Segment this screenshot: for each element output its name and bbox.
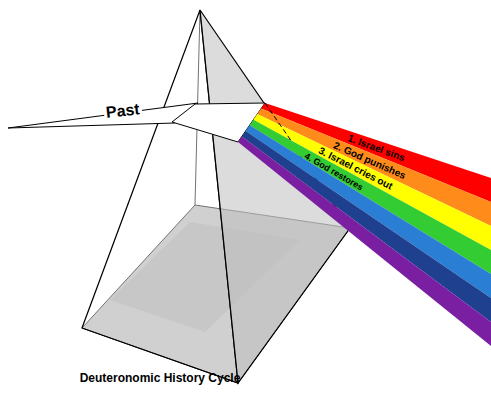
caption: Deuteronomic History Cycle [80, 371, 241, 385]
spectrum-band [246, 125, 491, 298]
spectrum-band [238, 136, 491, 346]
spectrum-band [250, 120, 491, 274]
prism-edge [265, 103, 292, 142]
spectrum-band [242, 131, 491, 322]
